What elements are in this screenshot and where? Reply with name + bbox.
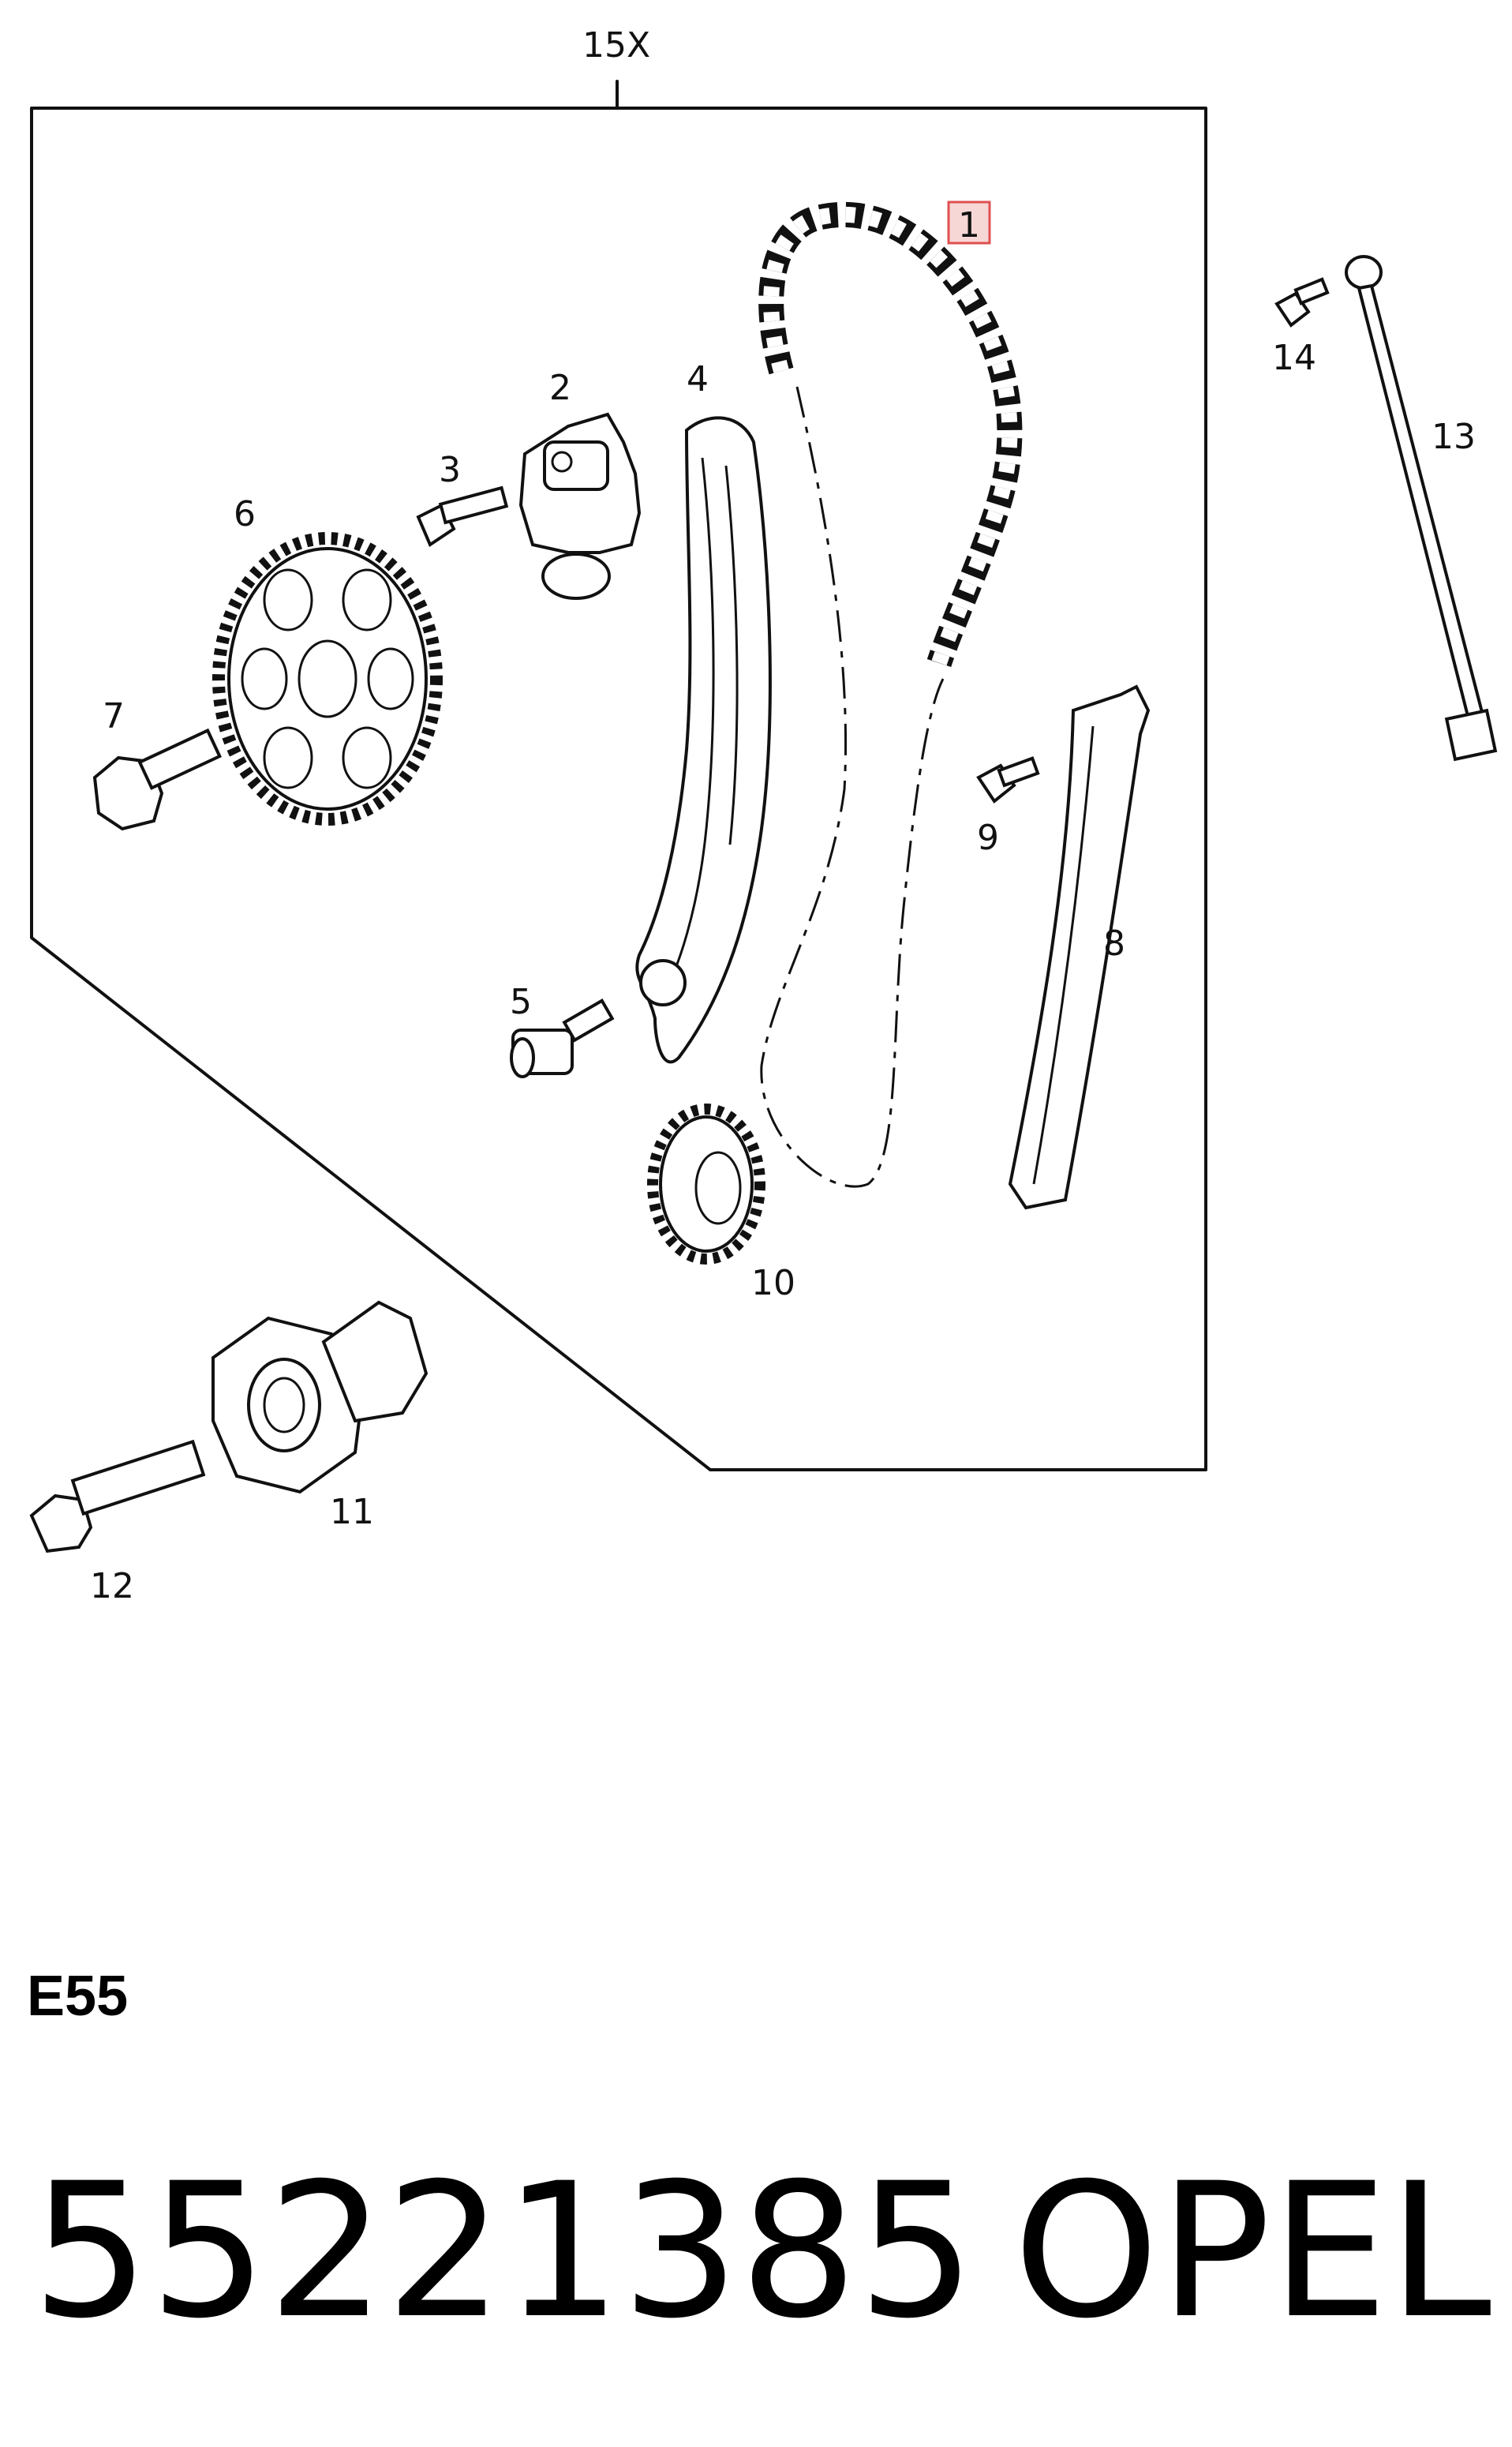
pivot-bolt[interactable] bbox=[510, 999, 615, 1078]
part-number: 55221385 bbox=[32, 2144, 976, 2359]
group-frame bbox=[30, 80, 1207, 1471]
callout-14: 14 bbox=[1272, 338, 1316, 378]
camshaft-sprocket[interactable] bbox=[212, 532, 443, 826]
exploded-parts-diagram: 15X 1 2 3 4 5 bbox=[29, 25, 1498, 1606]
callout-2: 2 bbox=[549, 368, 571, 408]
callout-4: 4 bbox=[687, 359, 709, 399]
flange-housing[interactable] bbox=[211, 1300, 429, 1494]
callout-1: 1 bbox=[958, 205, 980, 245]
callout-7: 7 bbox=[103, 696, 125, 736]
camshaft-bolt[interactable] bbox=[92, 728, 223, 831]
callout-5: 5 bbox=[510, 982, 532, 1022]
callout-3: 3 bbox=[439, 450, 461, 490]
bolt-3[interactable] bbox=[416, 485, 509, 547]
callout-9: 9 bbox=[977, 818, 999, 858]
timing-chain[interactable] bbox=[758, 201, 1023, 1188]
callout-11: 11 bbox=[330, 1492, 374, 1532]
rod-bolt[interactable] bbox=[1274, 277, 1330, 328]
flange-bolt[interactable] bbox=[29, 1439, 206, 1553]
tensioner-guide-rail[interactable] bbox=[635, 416, 772, 1064]
variant-code: E55 bbox=[27, 1965, 129, 2028]
group-label: 15X bbox=[582, 25, 650, 66]
brand-name: OPEL bbox=[1012, 2144, 1491, 2359]
part-identification: 55221385 OPEL bbox=[32, 2159, 1491, 2344]
callout-10: 10 bbox=[751, 1263, 795, 1303]
chain-tensioner[interactable] bbox=[518, 412, 642, 600]
guide-rod[interactable] bbox=[1345, 255, 1498, 762]
callout-6: 6 bbox=[234, 494, 256, 534]
fixed-guide-rail[interactable] bbox=[1008, 684, 1151, 1210]
callout-8: 8 bbox=[1103, 924, 1125, 964]
callout-13: 13 bbox=[1432, 417, 1476, 457]
crankshaft-sprocket[interactable] bbox=[647, 1104, 765, 1265]
callout-12: 12 bbox=[90, 1566, 134, 1606]
guide-rail-bolt[interactable] bbox=[976, 756, 1040, 804]
highlight-box bbox=[947, 200, 991, 245]
